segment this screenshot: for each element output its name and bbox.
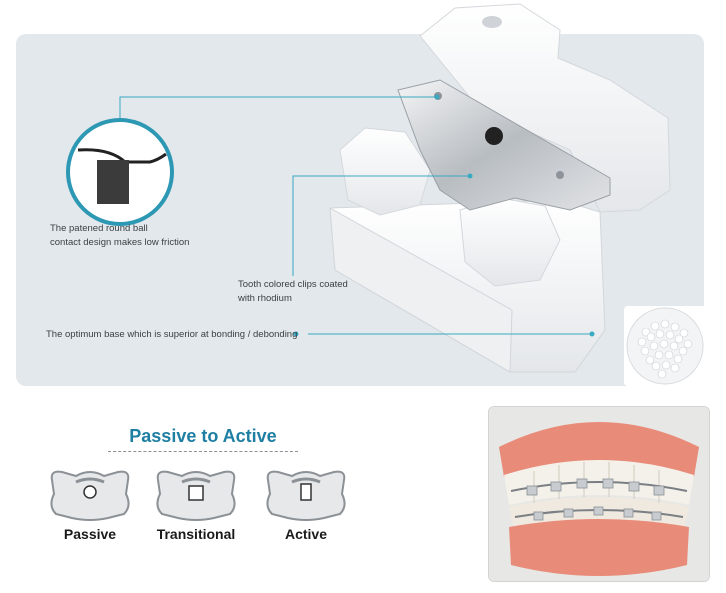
- round-ball-caption: The patened round ball contact design ma…: [50, 223, 190, 248]
- stage-label: Passive: [63, 526, 117, 542]
- stage-label: Transitional: [156, 526, 236, 542]
- stage-active: Active: [258, 466, 354, 542]
- title-divider: [108, 451, 298, 452]
- clips-caption: Tooth colored clips coated with rhodium: [238, 279, 348, 304]
- stage-passive: Passive: [42, 466, 138, 542]
- bead-texture-image: [624, 306, 706, 386]
- stages-title: Passive to Active: [129, 426, 277, 446]
- passive-bracket-icon: [50, 470, 130, 521]
- active-bracket-icon: [266, 470, 346, 521]
- stage-label: Active: [284, 526, 328, 542]
- base-caption: The optimum base which is superior at bo…: [46, 329, 298, 340]
- dental-model-photo: [488, 406, 710, 582]
- bracket-illustration: [66, 3, 671, 373]
- transitional-bracket-icon: [156, 470, 236, 521]
- stage-transitional: Transitional: [148, 466, 244, 542]
